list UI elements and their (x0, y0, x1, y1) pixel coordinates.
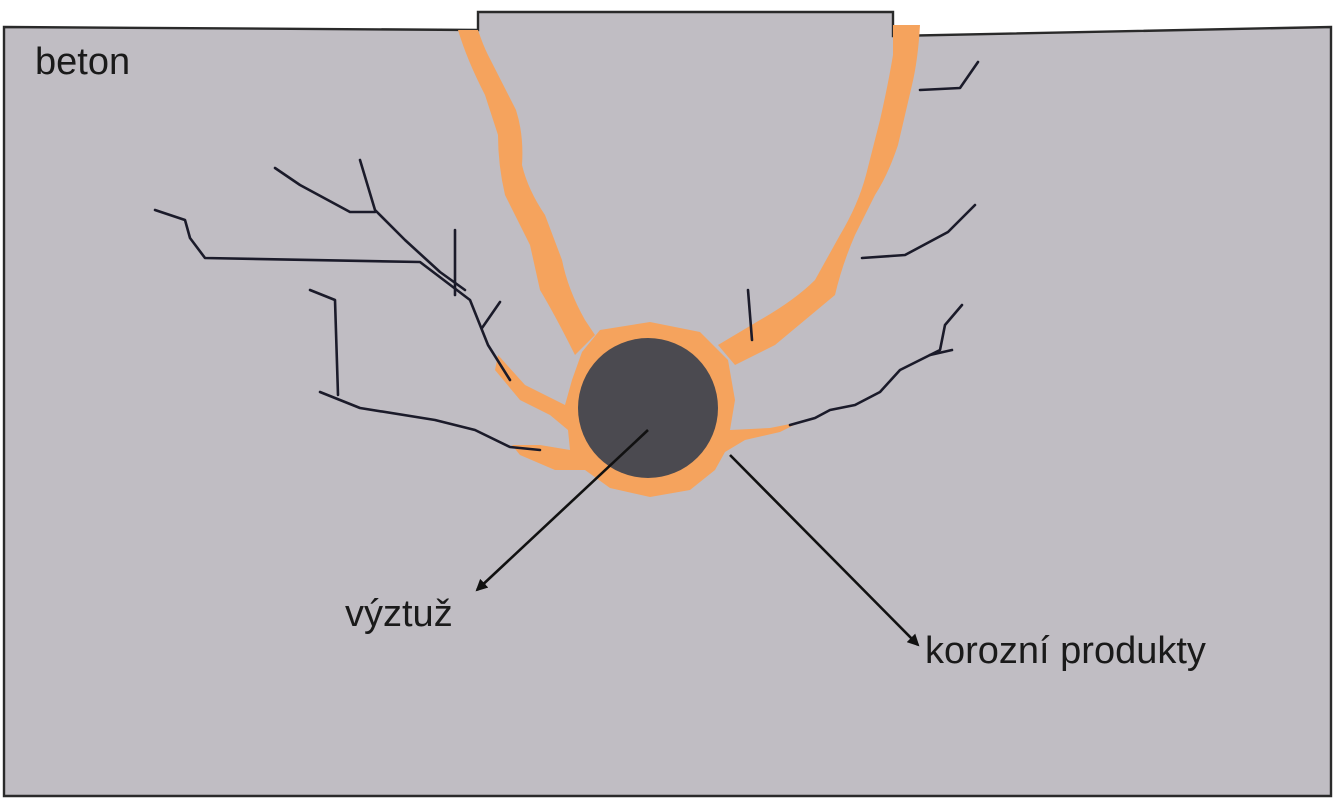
rebar-label: výztuž (345, 593, 453, 635)
cracks-right (746, 60, 980, 427)
corrosion-products-arrow (729, 454, 920, 647)
cracks-left (153, 158, 542, 452)
rebar-arrow (475, 429, 649, 592)
corrosion-products-label: korozní produkty (925, 630, 1206, 672)
concrete-label: beton (35, 41, 130, 83)
rebar-cross-section (578, 338, 718, 478)
corrosion-crack-right (718, 25, 920, 365)
corrosion-crack-left (458, 30, 595, 355)
